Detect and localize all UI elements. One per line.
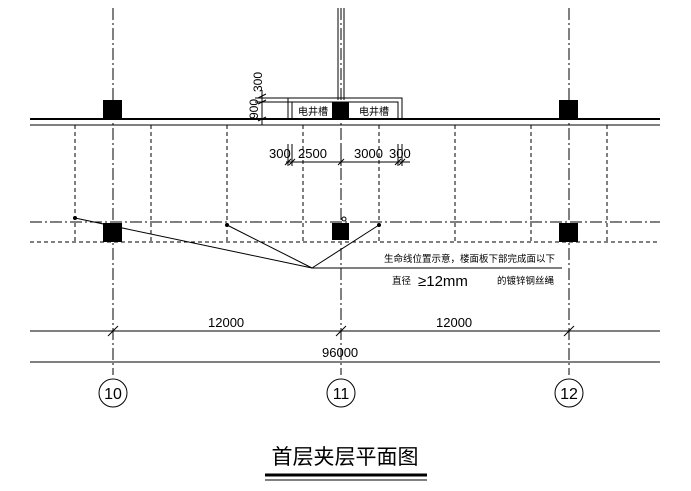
note-line-1: 生命线位置示意，楼面板下部完成面以下 [384, 253, 555, 265]
dim-text-bay-2: 12000 [436, 315, 472, 330]
axis-label-12: 12 [560, 386, 578, 403]
dim-text-bay-1: 12000 [208, 315, 244, 330]
shaft-dimension-line [284, 144, 410, 166]
dim-text-300-vertical: 300 [251, 72, 265, 92]
dashed-beam-grid [30, 125, 660, 243]
axis-bubble-10: 10 [98, 378, 128, 408]
column-top-12 [559, 100, 578, 119]
lifeline-leaders [73, 216, 562, 269]
dim-text-shaft-300-right: 300 [389, 146, 411, 161]
column-bottom-12 [559, 223, 578, 242]
vertical-dimension [255, 90, 292, 125]
shaft-outline-outer [287, 97, 403, 119]
dim-text-shaft-2500: 2500 [298, 146, 327, 161]
axis-label-11: 11 [333, 386, 350, 403]
axis-bubble-12: 12 [554, 378, 584, 408]
dim-text-shaft-300-left: 300 [269, 146, 291, 161]
note-line-2-prefix: 直径 [392, 275, 412, 287]
axis-label-10: 10 [104, 386, 122, 403]
shaft-label-right: 电井槽 [359, 105, 389, 118]
bay-dimension-line [30, 325, 660, 337]
drawing-title: 首层夹层平面图 [272, 445, 419, 469]
dim-text-900-vertical: 900 [247, 99, 261, 119]
column-bottom-11 [332, 223, 349, 240]
note-line-2-size: ≥12mm [418, 273, 468, 290]
column-top-11 [332, 102, 349, 119]
dim-text-shaft-3000: 3000 [354, 146, 383, 161]
note-line-2: 直径 ≥12mm 的镀锌钢丝绳 [392, 273, 555, 290]
note-line-2-suffix: 的镀锌钢丝绳 [497, 275, 555, 287]
dim-text-overall: 96000 [322, 345, 358, 360]
shaft-label-left: 电井槽 [298, 105, 328, 118]
column-top-10 [103, 100, 122, 119]
column-bottom-10 [103, 223, 122, 242]
axis-bubble-11: 11 [326, 378, 356, 408]
